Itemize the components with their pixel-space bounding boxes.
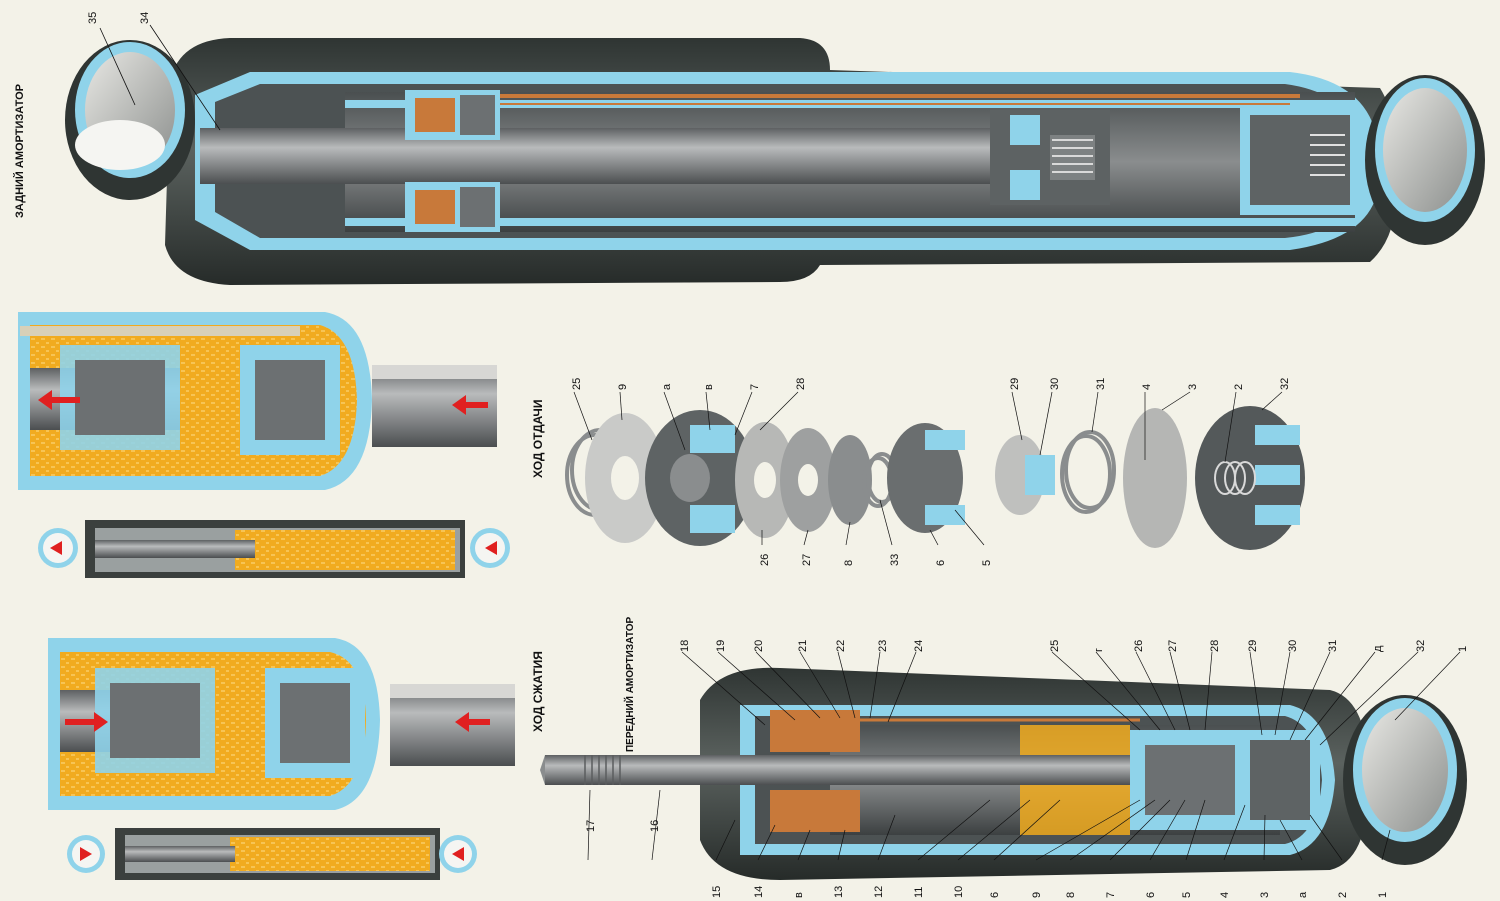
callout-30: 30 bbox=[1287, 640, 1299, 652]
front-lower-eye bbox=[1343, 695, 1467, 865]
rear-upper-eye bbox=[65, 40, 195, 200]
callout-7: 7 bbox=[749, 384, 761, 390]
callout-v2: в bbox=[793, 892, 805, 898]
callout-v: в bbox=[703, 384, 715, 390]
callout-1b: 1 bbox=[1377, 892, 1389, 898]
callout-30: 30 bbox=[1049, 378, 1061, 390]
callout-6: 6 bbox=[1145, 892, 1157, 898]
rear-shock-absorber: 35 34 bbox=[65, 12, 1485, 285]
callout-18: 18 bbox=[679, 640, 691, 652]
part-spring-31 bbox=[1060, 430, 1116, 514]
callout-17: 17 bbox=[585, 820, 597, 832]
part-piston-a bbox=[645, 410, 755, 546]
callout-a2: а bbox=[1297, 891, 1309, 898]
compression-stroke-diagram bbox=[48, 638, 515, 880]
callout-21: 21 bbox=[797, 640, 809, 652]
rear-compression-valve bbox=[1240, 105, 1360, 215]
part-plate-3 bbox=[1123, 408, 1187, 548]
exploded-valve-parts: 25 9 а в 7 28 26 27 8 33 6 5 29 30 31 4 … bbox=[565, 378, 1305, 566]
callout-13: 13 bbox=[833, 886, 845, 898]
front-shock-title: ПЕРЕДНИЙ АМОРТИЗАТОР bbox=[625, 616, 636, 752]
rear-shock-title: ЗАДНИЙ АМОРТИЗАТОР bbox=[14, 84, 26, 218]
callout-1: 1 bbox=[1457, 646, 1469, 652]
callout-10: 10 bbox=[953, 886, 965, 898]
callout-4: 4 bbox=[1219, 892, 1231, 898]
compression-arrow-rod bbox=[94, 712, 108, 732]
callout-32: 32 bbox=[1415, 640, 1427, 652]
callout-8: 8 bbox=[1065, 892, 1077, 898]
front-rod-seal-lower bbox=[770, 790, 860, 832]
part-valve-body-32 bbox=[1195, 406, 1305, 550]
callout-25: 25 bbox=[571, 378, 583, 390]
callout-3: 3 bbox=[1259, 892, 1271, 898]
callout-31: 31 bbox=[1327, 640, 1339, 652]
rear-piston-rod bbox=[200, 128, 1000, 184]
callout-12: 12 bbox=[873, 886, 885, 898]
rebound-mini-shock bbox=[38, 520, 510, 578]
callout-9: 9 bbox=[617, 384, 629, 390]
callout-26: 26 bbox=[759, 554, 771, 566]
callout-5: 5 bbox=[981, 560, 993, 566]
front-rod-seal-upper bbox=[770, 710, 860, 752]
callout-5: 5 bbox=[1181, 892, 1193, 898]
callout-19: 19 bbox=[715, 640, 727, 652]
callout-27: 27 bbox=[801, 554, 813, 566]
callout-24: 24 bbox=[913, 640, 925, 652]
callout-7: 7 bbox=[1105, 892, 1117, 898]
callout-35: 35 bbox=[87, 12, 99, 24]
rebound-arrow-eye bbox=[452, 395, 466, 415]
callout-28: 28 bbox=[1209, 640, 1221, 652]
callout-3: 3 bbox=[1187, 384, 1199, 390]
front-callout-lines-top bbox=[681, 651, 1461, 746]
callout-26: 26 bbox=[1133, 640, 1145, 652]
rear-rod-guide bbox=[405, 90, 500, 232]
callout-9: 9 bbox=[1031, 892, 1043, 898]
callout-23: 23 bbox=[877, 640, 889, 652]
callout-15: 15 bbox=[711, 886, 723, 898]
callout-33: 33 bbox=[889, 554, 901, 566]
part-nut-6 bbox=[887, 423, 965, 533]
front-callout-lines-bottom bbox=[587, 789, 1391, 861]
compression-arrow-eye bbox=[455, 712, 469, 732]
callout-28: 28 bbox=[795, 378, 807, 390]
callout-27: 27 bbox=[1167, 640, 1179, 652]
callout-31: 31 bbox=[1095, 378, 1107, 390]
callout-8: 8 bbox=[843, 560, 855, 566]
callout-22: 22 bbox=[835, 640, 847, 652]
front-shock-absorber: 18 19 20 21 22 23 24 25 г 26 27 28 29 30… bbox=[540, 640, 1469, 898]
callout-34: 34 bbox=[139, 12, 151, 24]
rebound-stroke-diagram bbox=[18, 312, 510, 578]
callout-14: 14 bbox=[753, 886, 765, 898]
callout-29: 29 bbox=[1247, 640, 1259, 652]
callout-2: 2 bbox=[1233, 384, 1245, 390]
part-valve-29-30 bbox=[995, 435, 1055, 515]
rebound-stroke-title: ХОД ОТДАЧИ bbox=[531, 399, 545, 478]
callout-2: 2 bbox=[1337, 892, 1349, 898]
callout-29: 29 bbox=[1009, 378, 1021, 390]
front-piston-rod bbox=[545, 755, 1135, 785]
callout-25: 25 bbox=[1049, 640, 1061, 652]
compression-stroke-title: ХОД СЖАТИЯ bbox=[531, 651, 545, 732]
part-washer-8 bbox=[828, 435, 872, 525]
callout-4: 4 bbox=[1141, 384, 1153, 390]
compression-mini-shock bbox=[67, 828, 477, 880]
rear-lower-eye bbox=[1365, 75, 1485, 245]
rear-piston bbox=[990, 110, 1110, 205]
callout-d: д bbox=[1372, 645, 1384, 652]
callout-a: а bbox=[661, 383, 673, 390]
callout-11: 11 bbox=[913, 887, 925, 898]
callout-6: 6 bbox=[935, 560, 947, 566]
callout-6b: 6 bbox=[989, 892, 1001, 898]
callout-g: г bbox=[1093, 648, 1105, 652]
callout-32: 32 bbox=[1279, 378, 1291, 390]
callout-16: 16 bbox=[649, 820, 661, 832]
callout-20: 20 bbox=[753, 640, 765, 652]
